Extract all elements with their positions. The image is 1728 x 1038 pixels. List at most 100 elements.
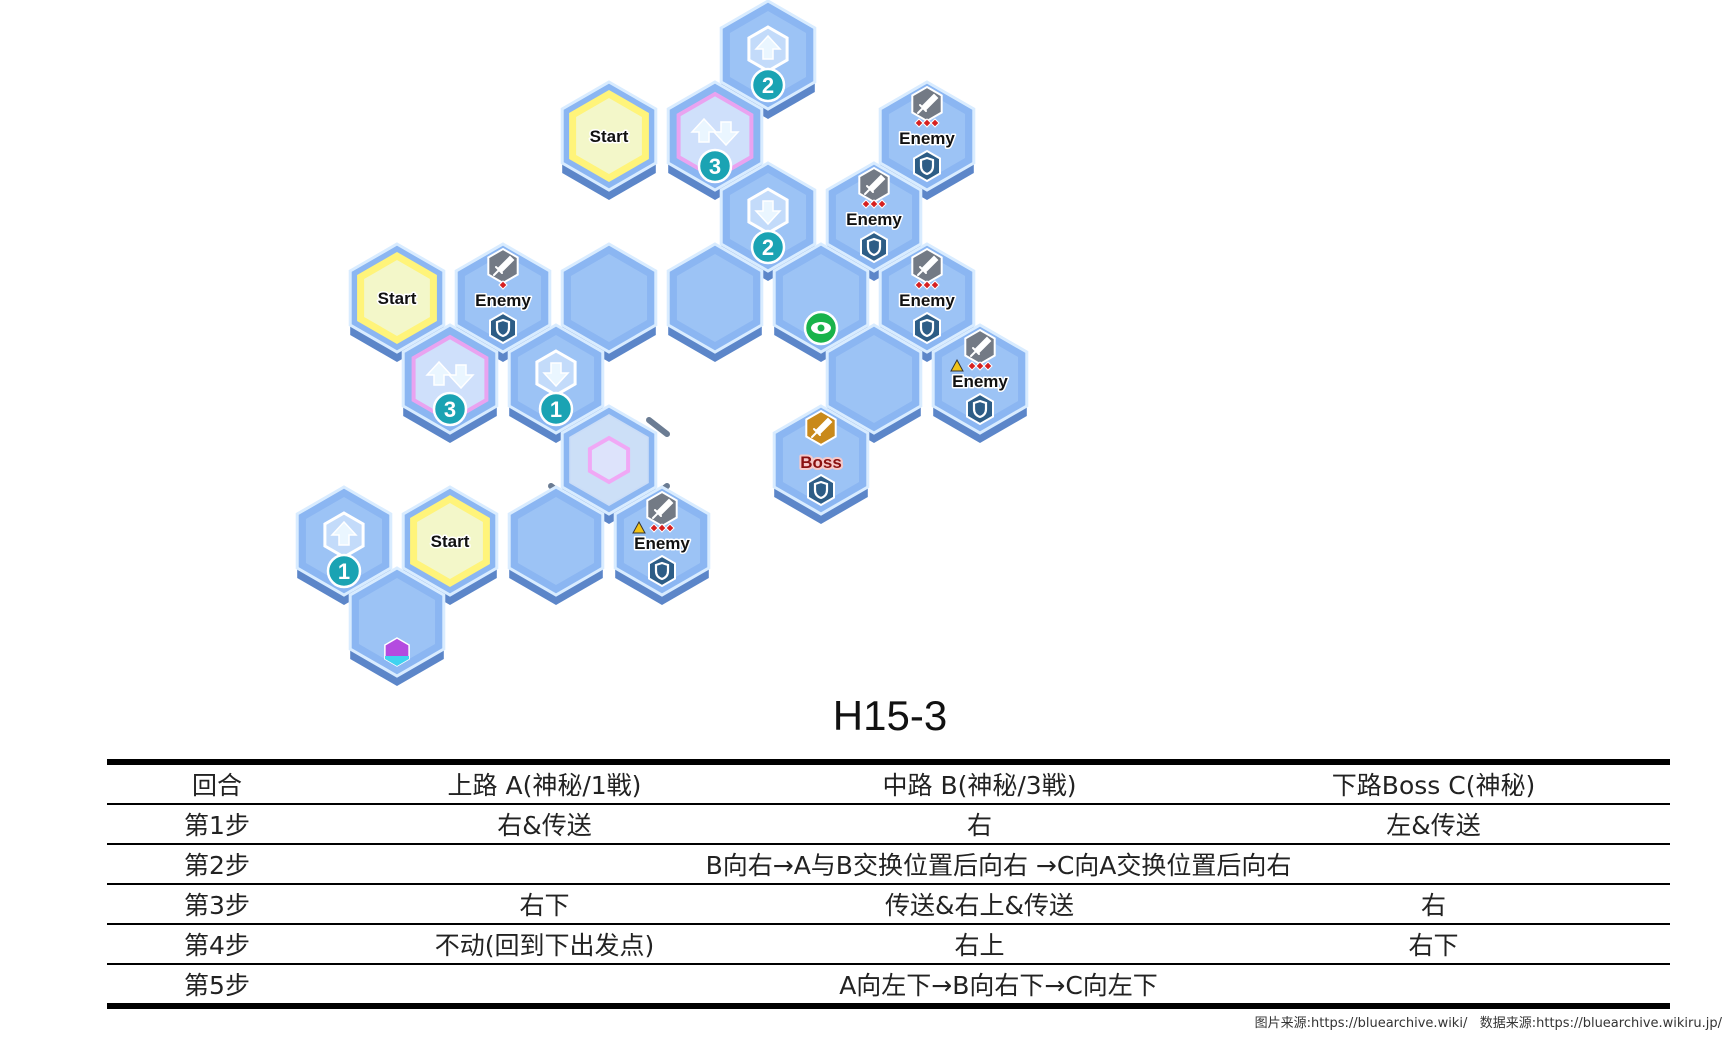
hex-tile-enemy: Enemy xyxy=(878,80,976,200)
hex-tile-jump-up: 2 xyxy=(719,0,817,119)
crystal-facet xyxy=(385,656,409,666)
hex-tile-start: Start xyxy=(348,242,446,362)
shield-badge xyxy=(913,149,941,183)
table-header-row: 回合 上路 A(神秘/1戦) 中路 B(神秘/3戦) 下路Boss C(神秘) xyxy=(107,762,1670,804)
sword-icon xyxy=(652,498,674,519)
route-b-cell: 右上 xyxy=(954,931,1005,960)
sword-icon xyxy=(864,174,886,195)
route-a-cell: 不动(回到下出发点) xyxy=(434,931,655,960)
number-badge-text: 3 xyxy=(709,154,721,179)
danger-pip xyxy=(657,523,667,533)
number-badge-text: 2 xyxy=(762,73,774,98)
turn-cell: 第2步 xyxy=(184,851,250,880)
route-b-cell: 传送&右上&传送 xyxy=(885,891,1074,920)
danger-pip xyxy=(930,118,940,128)
header-turn: 回合 xyxy=(191,771,242,800)
eye-pupil xyxy=(817,324,825,332)
hex-tile-jump-down: 2 xyxy=(719,161,817,281)
hex-tile-plain xyxy=(666,242,764,362)
warning-icon xyxy=(950,358,964,372)
danger-pip xyxy=(649,523,659,533)
number-badge xyxy=(750,67,786,103)
route-a-cell: 右&传送 xyxy=(497,811,592,840)
enemy-label: Enemy xyxy=(846,210,902,229)
boss-label: Boss xyxy=(800,453,842,472)
number-badge xyxy=(750,229,786,265)
start-label: Start xyxy=(590,127,629,146)
table-row: 第4步 不动(回到下出发点) 右上 右下 xyxy=(107,924,1670,964)
turn-cell: 第1步 xyxy=(184,811,250,840)
number-badge-text: 2 xyxy=(762,235,774,260)
hex-tile-spawner xyxy=(560,404,658,524)
table-row: 第2步 B向右→A与B交换位置后向右 →C向A交换位置后向右 xyxy=(107,844,1670,884)
enemy-label: Enemy xyxy=(899,291,955,310)
hex-tile-enemy: Enemy xyxy=(825,161,923,281)
table-row: 第5步 A向左下→B向右下→C向左下 xyxy=(107,964,1670,1006)
hex-tile-jump-down: 1 xyxy=(507,323,605,443)
number-badge-text: 3 xyxy=(444,397,456,422)
number-badge xyxy=(326,553,362,589)
danger-pip xyxy=(869,199,879,209)
start-ring xyxy=(569,89,649,183)
source-note: 图片来源:https://bluearchive.wiki/ 数据来源:http… xyxy=(1254,1016,1722,1031)
danger-pip xyxy=(914,118,924,128)
shield-badge xyxy=(648,554,676,588)
route-c-cell: 左&传送 xyxy=(1386,811,1481,840)
hex-tile-warp: 3 xyxy=(401,323,499,443)
danger-pip xyxy=(922,280,932,290)
header-route-b: 中路 B(神秘/3戦) xyxy=(882,771,1077,800)
shield-icon xyxy=(972,399,988,419)
hex-tile-eye xyxy=(772,242,870,362)
shield-icon xyxy=(919,156,935,176)
shield-badge xyxy=(489,311,517,345)
route-c-cell: 右下 xyxy=(1408,931,1459,960)
start-ring xyxy=(410,494,490,588)
shield-icon xyxy=(813,480,829,500)
hex-tile-start: Start xyxy=(560,80,658,200)
number-badge xyxy=(432,391,468,427)
tile-inner xyxy=(835,335,913,423)
hex-tile-enemy: Enemy xyxy=(878,242,976,362)
arrow-down-icon xyxy=(542,362,570,388)
danger-pip xyxy=(861,199,871,209)
turn-cell: 第5步 xyxy=(184,971,250,1000)
danger-pip xyxy=(967,361,977,371)
table-row: 第3步 右下 传送&右上&传送 右 xyxy=(107,884,1670,924)
enemy-label: Enemy xyxy=(475,291,531,310)
enemy-label: Enemy xyxy=(634,534,690,553)
danger-pip xyxy=(914,280,924,290)
shield-icon xyxy=(919,318,935,338)
tile-inner xyxy=(358,578,436,666)
route-table: 回合 上路 A(神秘/1戦) 中路 B(神秘/3戦) 下路Boss C(神秘) … xyxy=(107,759,1670,1009)
danger-pip xyxy=(975,361,985,371)
table-row: 第1步 右&传送 右 左&传送 xyxy=(107,804,1670,844)
sword-icon xyxy=(811,417,833,438)
hex-tile-jump-up: 1 xyxy=(295,485,393,605)
tile-inner xyxy=(623,497,701,585)
merged-step-cell: B向右→A与B交换位置后向右 →C向A交换位置后向右 xyxy=(705,851,1292,880)
danger-pip xyxy=(983,361,993,371)
danger-pip xyxy=(877,199,887,209)
shield-icon xyxy=(866,237,882,257)
arrow-up-icon xyxy=(754,34,782,60)
route-b-cell: 右 xyxy=(966,811,992,840)
hex-tile-boss: Boss xyxy=(772,404,870,524)
sword-icon xyxy=(917,93,939,114)
header-route-a: 上路 A(神秘/1戦) xyxy=(447,771,642,800)
warp-down-arrow-icon xyxy=(712,121,740,147)
sword-icon xyxy=(493,255,515,276)
sword-icon xyxy=(970,336,992,357)
spawner-core xyxy=(587,435,631,485)
hex-tile-plain xyxy=(825,323,923,443)
danger-pip xyxy=(665,523,675,533)
warp-down-arrow-icon xyxy=(447,364,475,390)
hex-tile-start: Start xyxy=(401,485,499,605)
shield-icon xyxy=(495,318,511,338)
danger-pip xyxy=(922,118,932,128)
number-badge-text: 1 xyxy=(338,559,350,584)
connector-line xyxy=(646,417,670,437)
arrow-up-icon xyxy=(330,520,358,546)
tile-inner xyxy=(570,254,648,342)
enemy-label: Enemy xyxy=(952,372,1008,391)
